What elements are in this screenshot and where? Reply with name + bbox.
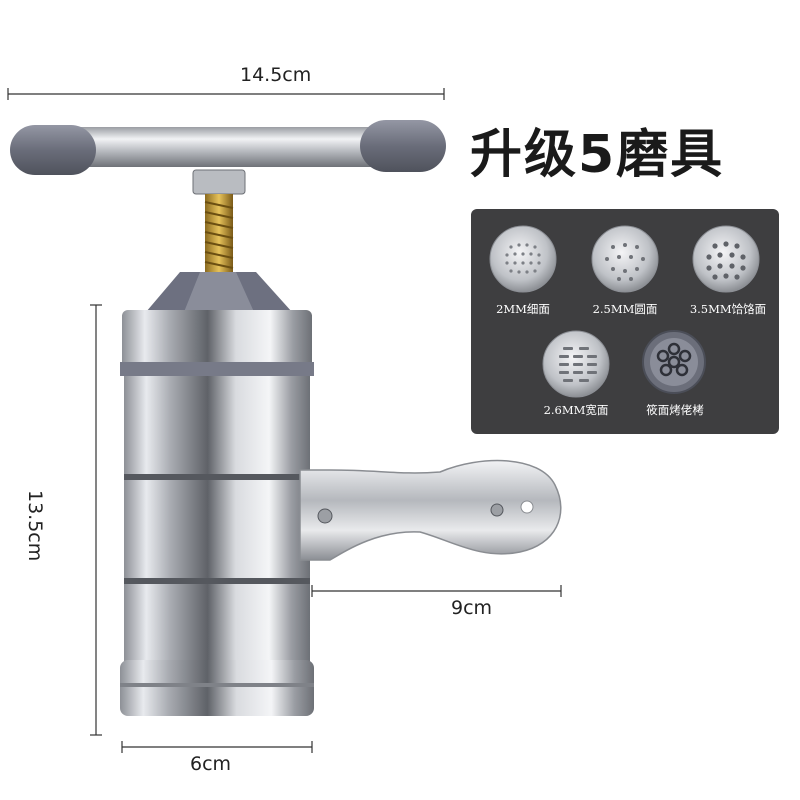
height-label: 13.5cm — [24, 490, 46, 562]
disc-label: 2.6MM宽面 — [543, 403, 609, 417]
handle-dimension-line — [311, 585, 562, 597]
handle-length-label: 9cm — [451, 597, 493, 619]
disc-rings-icon — [642, 330, 706, 394]
handle-hole-icon — [520, 500, 534, 514]
disc-fine-holes-icon — [489, 225, 557, 293]
molds-panel: 2MM细面 2.5MM圆面 3.5MM饸饹面 2.6MM宽面 筱面烤佬栲 — [471, 209, 779, 434]
width-dimension-line — [7, 88, 445, 100]
disc-label: 2MM细面 — [496, 302, 550, 316]
side-handle — [299, 459, 562, 561]
t-handle — [10, 120, 446, 175]
disc-label: 3.5MM饸饹面 — [689, 302, 767, 316]
width-label: 14.5cm — [240, 64, 312, 86]
headline: 升级5磨具 — [470, 125, 725, 185]
handle-rivet-icon — [490, 503, 504, 517]
base-width-label: 6cm — [190, 753, 232, 775]
left-handle-cap — [10, 125, 96, 175]
right-handle-cap — [360, 120, 446, 172]
height-dimension-line — [90, 304, 102, 736]
press-cylinder — [120, 310, 314, 716]
disc-large-holes-icon — [692, 225, 760, 293]
handle-rivet-icon — [317, 508, 333, 524]
disc-round-holes-icon — [591, 225, 659, 293]
disc-slots-icon — [542, 330, 610, 398]
base-dimension-line — [121, 741, 313, 753]
disc-label: 2.5MM圆面 — [592, 302, 658, 316]
disc-label: 筱面烤佬栲 — [646, 403, 704, 417]
disc-graphics — [489, 225, 760, 398]
screw-assembly — [192, 169, 246, 276]
